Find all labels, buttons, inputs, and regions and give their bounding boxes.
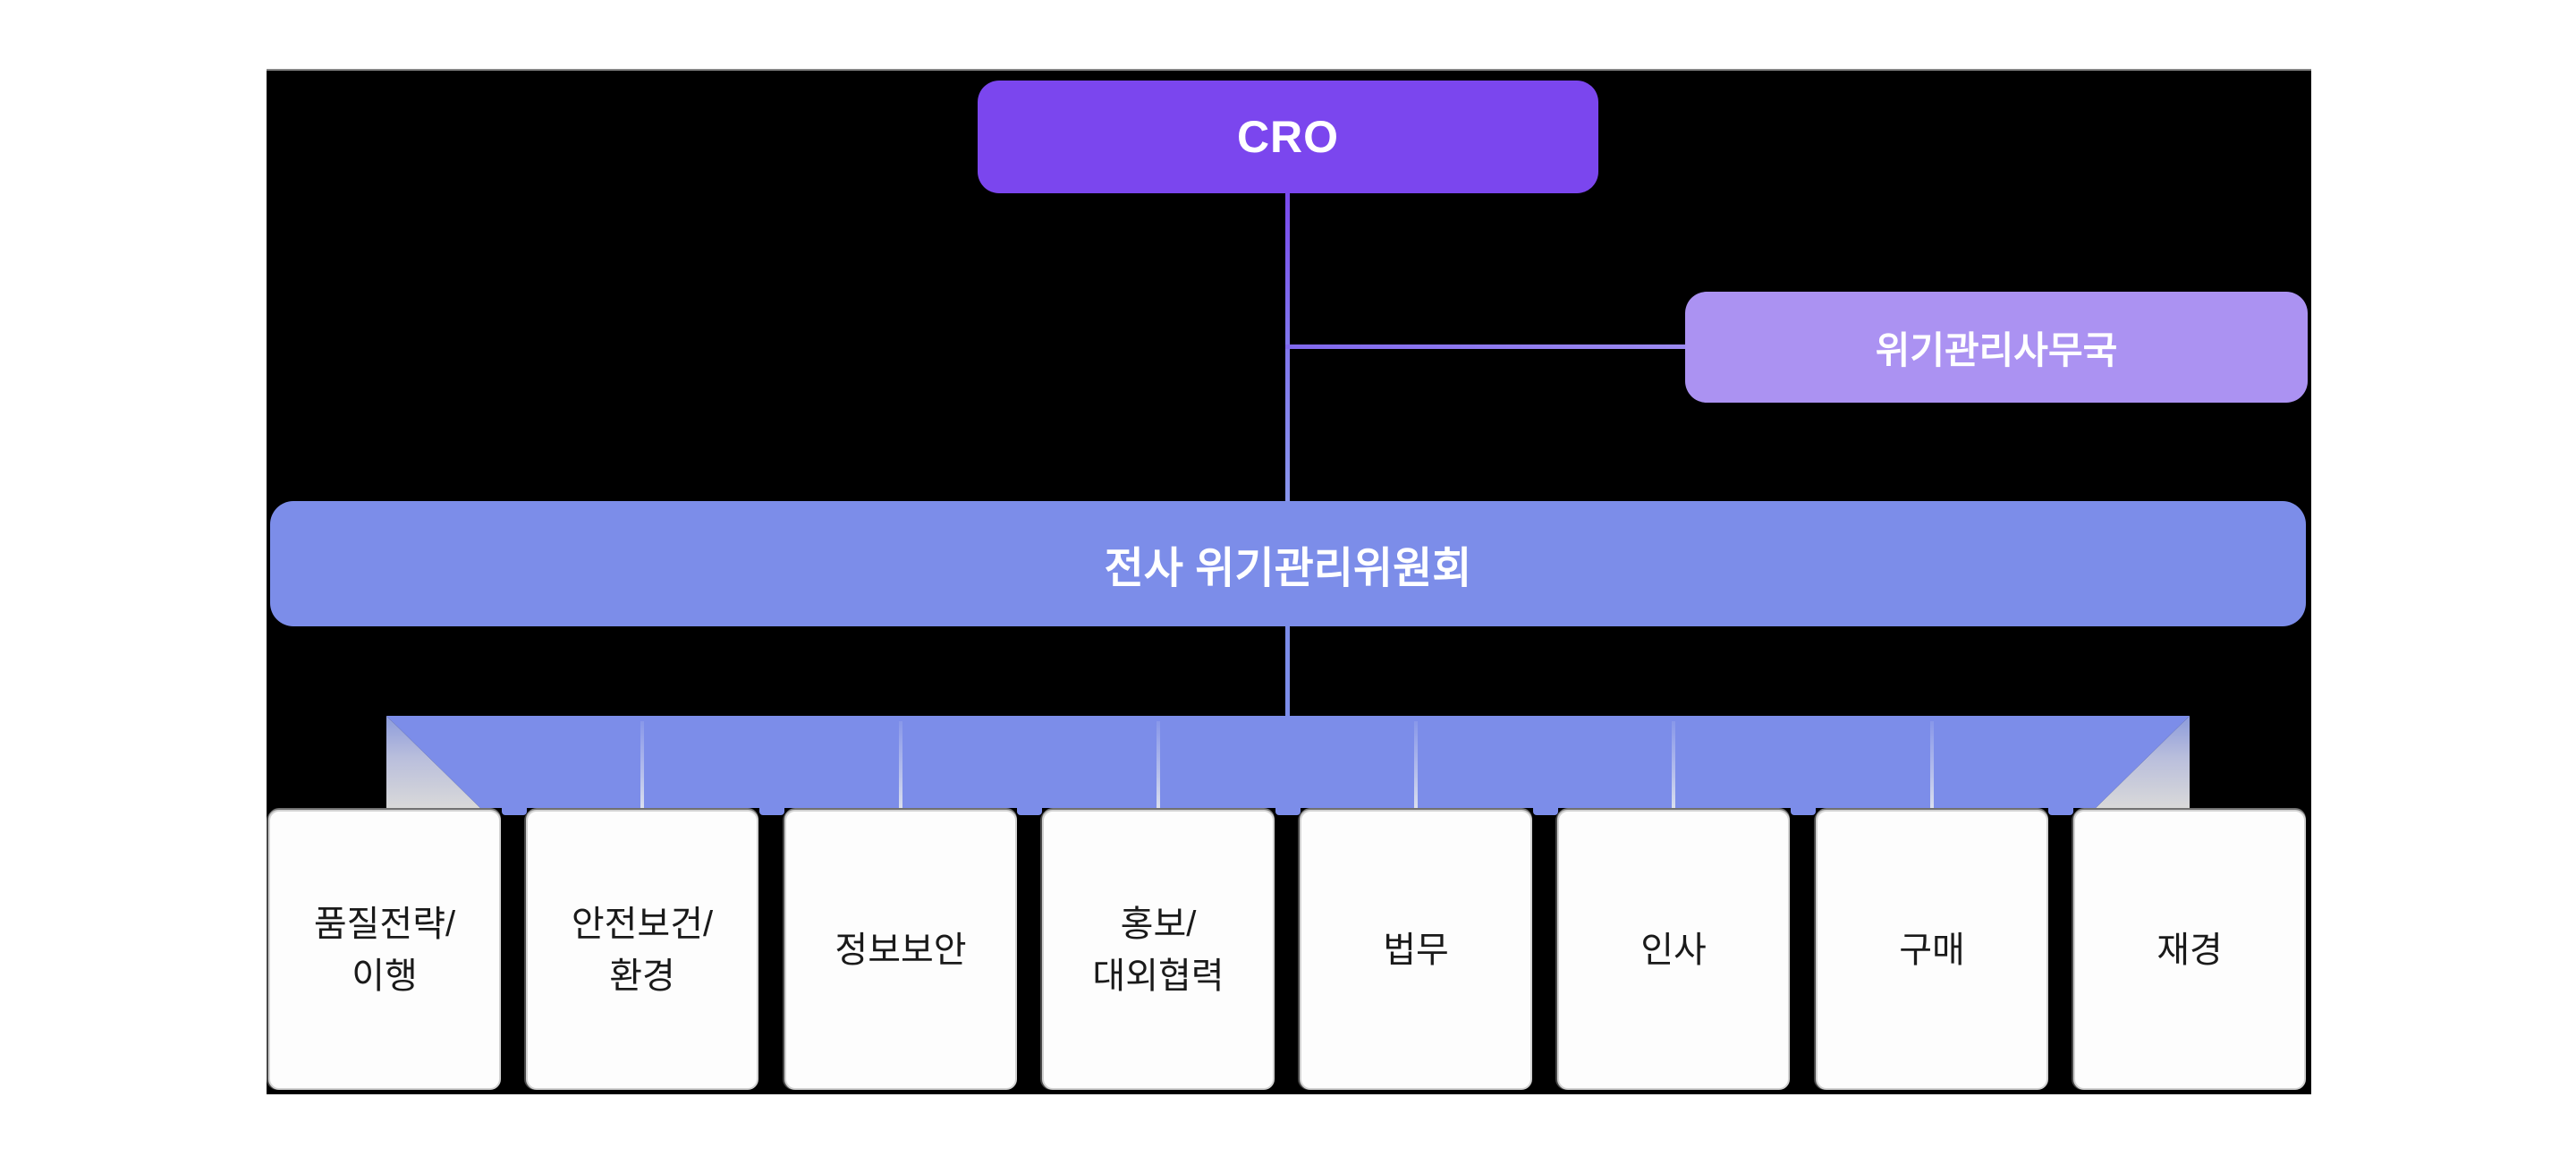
band-seam bbox=[1672, 721, 1675, 808]
committee-bar: 전사 위기관리위원회 bbox=[270, 501, 2306, 626]
committee-department-band bbox=[386, 716, 2190, 808]
band-tab bbox=[1791, 807, 1816, 815]
dept-box-purchasing: 구매 bbox=[1816, 810, 2048, 1090]
cro-label: CRO bbox=[1236, 112, 1340, 162]
band-tab bbox=[1533, 807, 1558, 815]
secretariat-label: 위기관리사무국 bbox=[1875, 328, 2118, 371]
dept-box-safety-env: 안전보건/ 환경 bbox=[526, 810, 758, 1090]
dept-label-line: 법무 bbox=[1383, 930, 1449, 970]
band-tab bbox=[1017, 807, 1042, 815]
cro-box: CRO bbox=[978, 81, 1598, 193]
dept-box-infosec: 정보보안 bbox=[784, 810, 1017, 1090]
committee-label: 전사 위기관리위원회 bbox=[1104, 545, 1472, 592]
band-tab bbox=[759, 807, 784, 815]
dept-label-line: 홍보/ bbox=[1120, 904, 1197, 944]
dept-label-line: 안전보건/ bbox=[571, 904, 714, 944]
band-tab bbox=[2048, 807, 2073, 815]
secretariat-box: 위기관리사무국 bbox=[1685, 292, 2308, 403]
dept-box-finance: 재경 bbox=[2073, 810, 2306, 1090]
band-seam bbox=[1414, 721, 1418, 808]
dept-box-legal: 법무 bbox=[1300, 810, 1532, 1090]
dept-box-hr: 인사 bbox=[1557, 810, 1790, 1090]
band-seam bbox=[640, 721, 644, 808]
dept-label-line: 인사 bbox=[1640, 930, 1707, 970]
dept-box-quality: 품질전략/ 이행 bbox=[268, 810, 501, 1090]
dept-label-line: 재경 bbox=[2157, 930, 2223, 970]
dept-label-line: 이행 bbox=[352, 956, 418, 996]
band-tab bbox=[502, 807, 527, 815]
band-seam bbox=[1157, 721, 1160, 808]
connector-committee-to-band bbox=[1285, 624, 1290, 718]
band-seam bbox=[899, 721, 902, 808]
dept-label-line: 정보보안 bbox=[835, 930, 967, 970]
band-seam bbox=[1930, 721, 1934, 808]
dept-label-line: 환경 bbox=[609, 956, 675, 996]
dept-label-line: 품질전략/ bbox=[313, 904, 456, 944]
connector-to-secretariat bbox=[1285, 344, 1685, 349]
band-tab bbox=[1275, 807, 1301, 815]
dept-box-pr: 홍보/ 대외협력 bbox=[1042, 810, 1275, 1090]
dept-label-line: 구매 bbox=[1899, 930, 1965, 970]
dept-label-line: 대외협력 bbox=[1092, 956, 1224, 996]
